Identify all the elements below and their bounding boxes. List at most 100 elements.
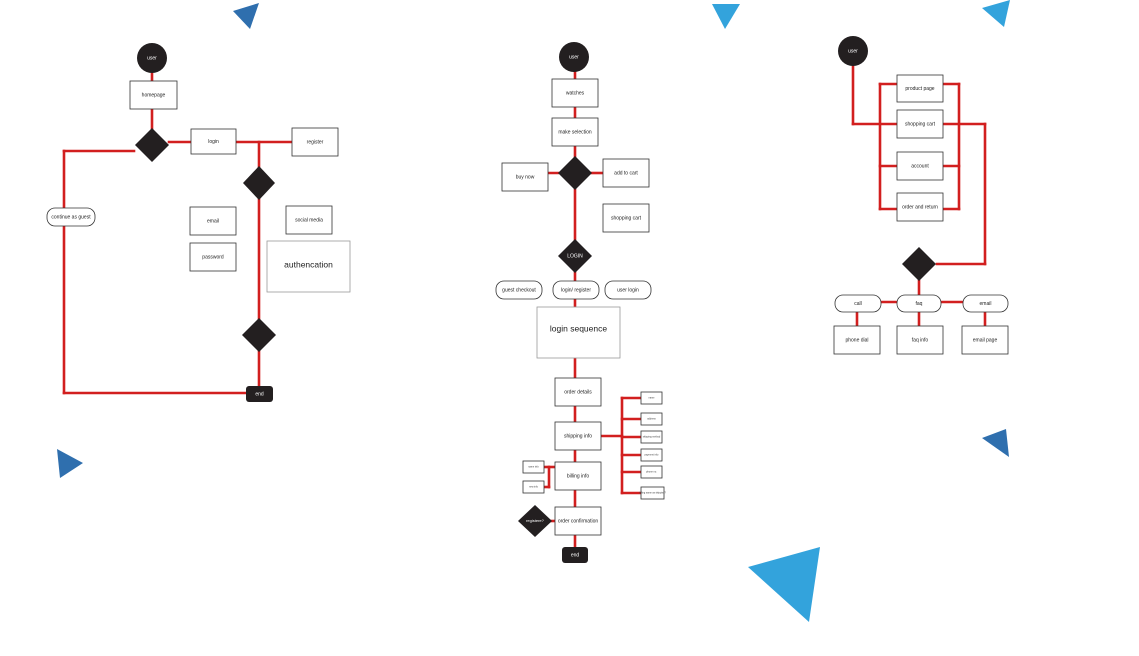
flow2-order-details-box — [554, 377, 602, 407]
flow1-password-box — [189, 242, 237, 272]
flow2-shipping-field-label: shipping method — [643, 436, 661, 439]
flow1-email-box — [189, 206, 237, 236]
flow3-email-page-label: email page — [973, 337, 998, 343]
flow3-email-page-box — [961, 325, 1009, 355]
triangle-decoration — [712, 4, 740, 29]
flow1-start-label: user — [147, 55, 157, 61]
flow2-guest-checkout-label: guest checkout — [502, 287, 536, 293]
flow2-login-sequence-box — [536, 306, 621, 359]
triangle-decoration — [982, 0, 1010, 27]
flow2-login-sequence-label: login sequence — [550, 323, 607, 333]
flow2-shipping-field-box — [640, 391, 663, 405]
flow2-login-register-pill — [552, 280, 600, 300]
flow3-faq-label: faq — [916, 301, 923, 307]
flow1-login-box — [190, 128, 237, 155]
flow2-guest-checkout-pill — [495, 280, 543, 300]
flow3-email-label: email — [980, 301, 992, 307]
flow2-end-node — [562, 547, 588, 563]
flow2-buy-now-box — [501, 162, 549, 192]
flow3-faq-info-label: faq info — [912, 337, 929, 343]
flow1-register-box — [291, 127, 339, 157]
flow2-order-details-label: order details — [564, 389, 592, 395]
triangle-decoration — [982, 429, 1009, 457]
flow2-make-selection-box — [551, 117, 599, 147]
flow1-homepage-box — [129, 80, 178, 110]
flow3-shopping-cart-box — [896, 109, 944, 139]
flow3-phone-dial-box — [833, 325, 881, 355]
flow1-guest-label: continue as guest — [51, 214, 91, 220]
triangle-decoration — [233, 3, 259, 29]
flow1-decision-diamond-3 — [242, 318, 276, 352]
flow2-start-node — [559, 42, 589, 72]
flow1-auth-label: authencation — [284, 259, 333, 269]
decorative-triangles — [57, 0, 1010, 622]
flow2-add-to-cart-label: add to cart — [614, 170, 638, 176]
flow3-call-pill — [834, 294, 882, 313]
flow2-shipping-field-box — [640, 486, 665, 500]
flow2-billing-field-box — [522, 460, 545, 474]
flow1-end-node — [246, 386, 273, 402]
flow1-email-label: email — [207, 218, 219, 224]
flow2-shipping-field-label: payment info — [645, 454, 659, 457]
flow3-faq-pill — [896, 294, 942, 313]
flow3-account-label: account — [911, 163, 929, 169]
flow2-register-diamond-label: registere? — [526, 518, 545, 523]
flow1-decision-diamond-2 — [243, 166, 275, 200]
flow1-login-label: login — [208, 139, 219, 145]
flow2-end-label: end — [571, 552, 580, 558]
triangle-decoration — [57, 449, 83, 478]
flow2-shopping-cart-label: shopping cart — [611, 215, 642, 221]
flow1-social-box — [285, 205, 333, 235]
flow2-add-to-cart-box — [602, 158, 650, 188]
flow2-shipping-field-box — [640, 465, 663, 479]
flow2-user-login-pill — [604, 280, 652, 300]
flow2-login-diamond-label: LOGIN — [567, 253, 583, 259]
flow3-shopping-cart-label: shopping cart — [905, 121, 936, 127]
flow2-login-diamond — [558, 239, 592, 273]
flow2-billing-field-label: same info — [528, 466, 539, 469]
flow2-buy-now-label: buy now — [516, 174, 535, 180]
flow-1: user homepage login register continue as… — [46, 43, 351, 402]
flow2-billing-field-box — [522, 480, 545, 494]
flow2-start-label: user — [569, 54, 579, 60]
flow2-shipping-field-label: billing same as shipping? — [639, 492, 666, 495]
flow2-shipping-field-box — [640, 412, 663, 426]
flow3-product-page-box — [896, 74, 944, 103]
flow2-watches-box — [551, 78, 599, 108]
flow1-guest-pill — [46, 207, 96, 227]
flow1-decision-diamond — [135, 128, 169, 162]
triangle-decoration — [748, 547, 820, 622]
flow2-shopping-cart-box — [602, 203, 650, 233]
flow2-shipping-field-label: address — [647, 418, 656, 421]
flow2-order-confirmation-label: order confirmation — [558, 518, 599, 524]
flow-2: user watches make selection buy now add … — [495, 42, 667, 563]
flow3-email-pill — [962, 294, 1009, 313]
flow3-start-label: user — [848, 48, 858, 54]
flow3-faq-info-box — [896, 325, 944, 355]
flow3-connectors — [851, 50, 987, 328]
flow3-start-node — [838, 36, 868, 66]
flow1-end-label: end — [255, 391, 264, 397]
flow1-homepage-label: homepage — [142, 92, 166, 98]
flow2-shipping-info-label: shipping info — [564, 433, 592, 439]
flow2-shipping-field-label: name — [649, 397, 656, 400]
flow2-shipping-field-box — [640, 430, 663, 444]
flow2-shipping-info-box — [554, 421, 602, 451]
flow3-order-return-label: order and return — [902, 204, 938, 210]
flow3-decision-diamond — [902, 247, 936, 281]
flow1-password-label: password — [202, 254, 224, 260]
flow2-make-selection-label: make selection — [558, 129, 592, 135]
flow2-login-register-label: login/ register — [561, 287, 591, 293]
flow2-billing-info-box — [554, 461, 602, 491]
flow2-order-confirmation-box — [554, 506, 602, 536]
flow2-register-diamond — [518, 505, 552, 537]
flow2-billing-info-label: billing info — [567, 473, 589, 479]
flow2-shipping-field-box — [640, 448, 663, 462]
flow2-billing-field-label: new info — [529, 486, 539, 489]
flow2-shipping-field-label: phone no. — [646, 471, 657, 474]
flow2-user-login-label: user login — [617, 287, 639, 293]
flow2-watches-label: watches — [566, 90, 585, 96]
flow3-product-page-label: product page — [905, 86, 934, 92]
